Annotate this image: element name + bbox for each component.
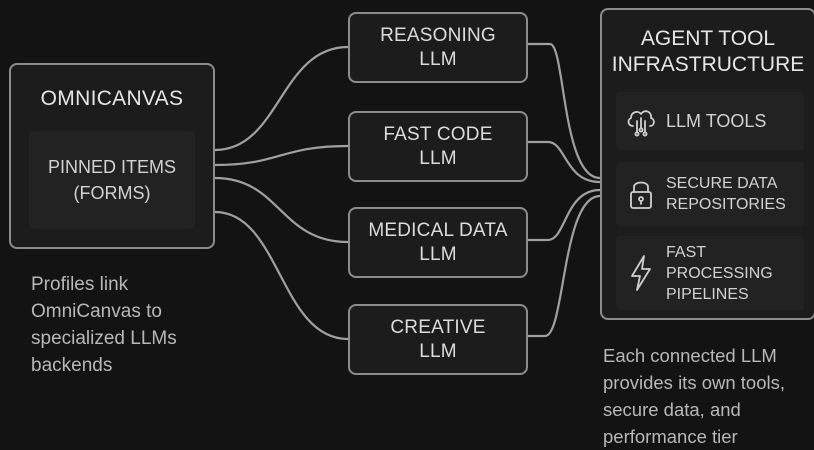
note-line: backends <box>31 355 113 376</box>
infra-item-label: REPOSITORIES <box>666 196 786 213</box>
omnicanvas-title: OMNICANVAS <box>40 87 184 110</box>
infrastructure-title: AGENT TOOL INFRASTRUCTURE <box>602 26 814 78</box>
lock-icon <box>616 177 666 211</box>
lightning-icon <box>616 253 666 293</box>
llm-label: MEDICAL DATA <box>368 219 508 241</box>
note-line: Each connected LLM <box>603 345 777 366</box>
infra-item-label: PIPELINES <box>666 285 749 303</box>
connector-omnicanvas-medical <box>213 176 350 244</box>
infra-item-secure-data: SECURE DATA REPOSITORIES <box>616 162 804 226</box>
profiles-note: Profiles link OmniCanvas to specialized … <box>31 271 221 379</box>
pinned-items-sublabel: (FORMS) <box>73 183 151 203</box>
connector-omnicanvas-fastcode <box>213 144 350 167</box>
omnicanvas-box: OMNICANVAS PINNED ITEMS (FORMS) <box>9 63 215 249</box>
note-line: OmniCanvas to <box>31 301 162 322</box>
note-line: provides its own tools, <box>603 372 786 393</box>
llm-sublabel: LLM <box>419 243 457 265</box>
cloud-circuit-icon <box>616 104 666 138</box>
llm-sublabel: LLM <box>419 340 457 362</box>
llm-box-creative: CREATIVE LLM <box>348 304 528 375</box>
llm-sublabel: LLM <box>419 48 457 70</box>
note-line: Profiles link <box>31 274 129 295</box>
llm-box-medical-data: MEDICAL DATA LLM <box>348 207 528 278</box>
note-line: secure data, and <box>603 399 741 420</box>
infra-item-label: SECURE DATA <box>666 175 778 192</box>
infra-item-label: FAST <box>666 243 707 261</box>
connector-medical-infra <box>526 188 602 242</box>
infra-item-label: LLM TOOLS <box>666 110 767 131</box>
infrastructure-title-line1: AGENT TOOL <box>640 27 776 50</box>
llm-label: REASONING <box>380 24 496 46</box>
infrastructure-title-line2: INFRASTRUCTURE <box>611 53 805 76</box>
note-line: performance tier <box>603 426 738 447</box>
connected-llm-note: Each connected LLM provides its own tool… <box>603 342 814 450</box>
connector-reasoning-infra <box>526 42 602 180</box>
infra-item-llm-tools: LLM TOOLS <box>616 92 804 150</box>
connector-creative-infra <box>526 194 602 338</box>
connector-fastcode-infra <box>526 140 602 184</box>
llm-label: FAST CODE <box>383 123 493 145</box>
connector-omnicanvas-creative <box>213 210 350 341</box>
pinned-items-panel: PINNED ITEMS (FORMS) <box>29 131 195 229</box>
agent-tool-infrastructure-box: AGENT TOOL INFRASTRUCTURE LLM TOOLS <box>600 8 814 320</box>
pinned-items-label: PINNED ITEMS <box>47 157 176 177</box>
llm-box-fast-code: FAST CODE LLM <box>348 111 528 182</box>
llm-sublabel: LLM <box>419 147 457 169</box>
infra-item-label: PROCESSING <box>666 264 773 282</box>
infra-item-fast-processing: FAST PROCESSING PIPELINES <box>616 236 804 310</box>
connector-omnicanvas-reasoning <box>213 45 350 152</box>
note-line: specialized LLMs <box>31 328 177 349</box>
llm-label: CREATIVE <box>390 316 486 338</box>
llm-box-reasoning: REASONING LLM <box>348 12 528 83</box>
